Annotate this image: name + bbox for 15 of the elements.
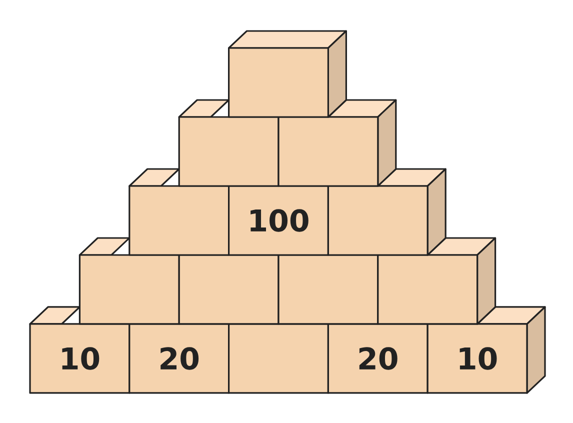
- number-block: [128, 168, 230, 256]
- number-block: [278, 99, 397, 187]
- number-block: 20: [128, 323, 230, 394]
- number-block: [278, 254, 379, 325]
- number-block: [178, 254, 280, 325]
- number-block: 10: [29, 306, 130, 394]
- number-block: 10: [426, 306, 546, 394]
- number-block: [327, 168, 446, 256]
- number-block: 100: [228, 185, 329, 256]
- number-block: [377, 237, 496, 325]
- number-block: [228, 323, 329, 394]
- number-block: [228, 30, 347, 118]
- number-block: 20: [327, 323, 428, 394]
- number-block: [178, 99, 280, 187]
- number-block: [78, 237, 180, 325]
